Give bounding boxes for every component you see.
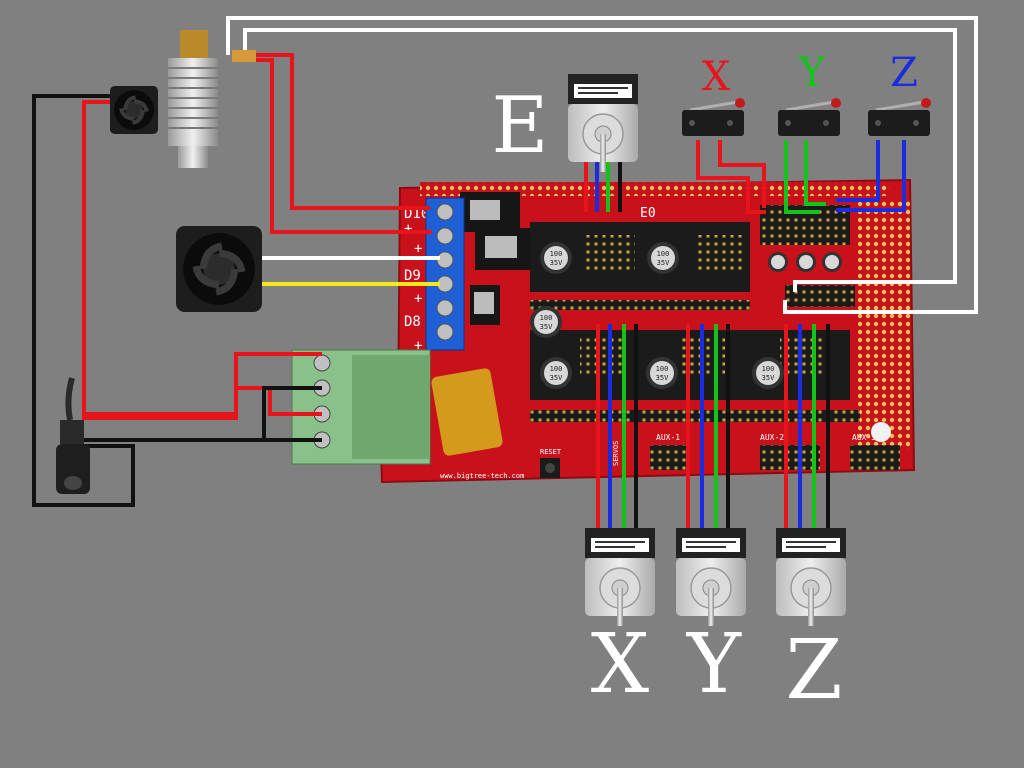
- wire-x-endstop-1: [696, 140, 766, 214]
- capacitor: 100 35V: [540, 242, 572, 274]
- capacitor: 100 35V: [646, 357, 678, 389]
- wire-z-endstop-1: [836, 140, 880, 202]
- mounting-hole: [871, 422, 891, 442]
- label-aux3: AUX-3: [852, 433, 876, 442]
- label-y-motor: Y: [686, 617, 742, 712]
- label-x-endstop: X: [702, 54, 731, 100]
- wires: [32, 16, 978, 534]
- green-power-terminal: [291, 349, 431, 465]
- board-pin-row-top: [420, 182, 890, 196]
- wire-y-endstop-2: [804, 140, 826, 206]
- label-reset: RESET: [540, 448, 562, 456]
- endstop-switch-y-icon: [776, 98, 843, 138]
- board-pin-column-right: [858, 200, 910, 450]
- pin-plus-3: +: [414, 291, 422, 307]
- label-aux1: AUX-1: [656, 433, 680, 442]
- label-servos: SERVOS: [612, 441, 620, 466]
- svg-text:35V: 35V: [540, 323, 553, 331]
- capacitor: 100 35V: [647, 242, 679, 274]
- svg-text:35V: 35V: [656, 374, 669, 382]
- wire-small-fan-black: [32, 94, 135, 507]
- wire-y-endstop-1: [784, 140, 820, 214]
- pin-label-d9: D9: [404, 268, 421, 284]
- label-z-endstop: Z: [890, 50, 918, 96]
- endstop-switch-x-icon: [680, 98, 747, 138]
- svg-text:100: 100: [550, 365, 563, 373]
- label-e0: E0: [640, 206, 656, 221]
- small-fan-icon: [110, 86, 158, 134]
- stepper-motor-e-icon: [568, 74, 638, 173]
- svg-text:100: 100: [540, 314, 553, 322]
- svg-text:100: 100: [656, 365, 669, 373]
- wire-small-fan-red: [82, 100, 322, 420]
- blue-screw-terminal: [425, 197, 465, 351]
- label-url: www.bigtree-tech.com: [440, 472, 524, 480]
- stepper-motor-y-icon: [676, 528, 746, 627]
- pin-plus-1: +: [404, 221, 412, 237]
- label-z-motor: Z: [786, 623, 843, 718]
- wire-hotend-red-1: [243, 53, 430, 210]
- wire-hotend-red-2: [255, 58, 432, 234]
- svg-text:100: 100: [762, 365, 775, 373]
- dc-jack-icon: [56, 377, 90, 494]
- capacitor: 100 35V: [752, 357, 784, 389]
- pin-label-d8: D8: [404, 314, 421, 330]
- wire-power-red: [84, 386, 322, 416]
- svg-text:100: 100: [657, 250, 670, 258]
- svg-text:35V: 35V: [762, 374, 775, 382]
- stepper-motor-z-icon: [776, 528, 846, 627]
- hotend-icon: [168, 30, 256, 168]
- svg-text:100: 100: [550, 250, 563, 258]
- endstop-switch-z-icon: [866, 98, 933, 138]
- capacitor-small: [768, 252, 842, 272]
- large-fan-icon: [176, 226, 262, 312]
- capacitor: 100 35V: [540, 357, 572, 389]
- label-aux2: AUX-2: [760, 433, 784, 442]
- wire-white-loop: [226, 16, 978, 314]
- ramps-board: 100 35V 100 35V 100 35V 100 35V 100 35V …: [378, 178, 916, 484]
- svg-text:35V: 35V: [550, 259, 563, 267]
- wire-x-endstop-2: [718, 140, 766, 208]
- label-extruder-motor: E: [492, 81, 549, 171]
- stepper-motor-x-icon: [585, 528, 655, 627]
- wire-z-endstop-2: [836, 140, 906, 212]
- wire-power-black: [76, 386, 322, 442]
- polyfuse: [431, 368, 503, 456]
- svg-text:35V: 35V: [657, 259, 670, 267]
- capacitor: 100 35V: [530, 306, 562, 338]
- svg-text:35V: 35V: [550, 374, 563, 382]
- pin-plus-4: +: [414, 338, 422, 354]
- pin-plus-2: +: [414, 241, 422, 257]
- wire-white-loop-2: [243, 28, 957, 292]
- label-y-endstop: Y: [798, 50, 826, 96]
- label-x-motor: X: [591, 617, 649, 712]
